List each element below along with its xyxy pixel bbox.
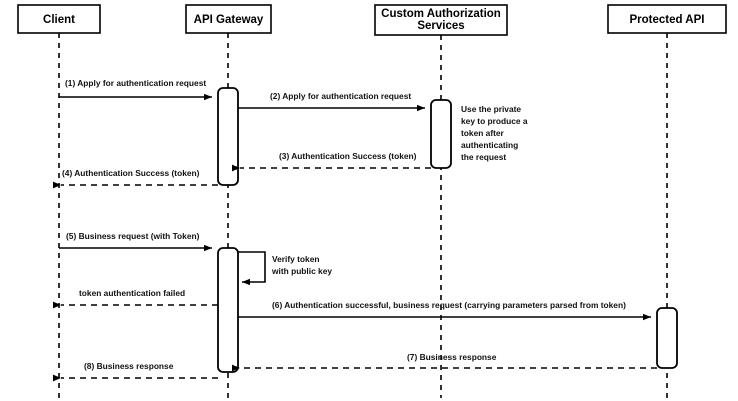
- message-4-label: (4) Authentication Success (token): [62, 168, 200, 178]
- message-2[interactable]: (2) Apply for authentication request: [238, 91, 425, 112]
- lifeline-label-api-gateway: API Gateway: [194, 14, 264, 26]
- message-4[interactable]: (4) Authentication Success (token): [53, 168, 218, 189]
- message-8[interactable]: (8) Business response: [53, 361, 218, 382]
- message-3[interactable]: (3) Authentication Success (token): [232, 151, 431, 172]
- message-7[interactable]: (7) Business response: [232, 352, 657, 372]
- message-5[interactable]: (5) Business request (with Token): [59, 231, 212, 252]
- activation-protected-api[interactable]: [656, 307, 678, 369]
- message-6-label: (6) Authentication successful, business …: [272, 300, 626, 310]
- lifeline-label-custom-authorization-services-line1: Custom Authorization: [381, 8, 501, 20]
- message-self-verify-token-label-line2: with public key: [271, 266, 332, 276]
- message-2-label: (2) Apply for authentication request: [270, 91, 411, 101]
- activation-boxes: [217, 87, 678, 373]
- activation-api-gateway-business[interactable]: [217, 247, 239, 373]
- note-private-key-line-5: the request: [461, 152, 506, 162]
- message-8-label: (8) Business response: [84, 361, 174, 371]
- note-private-key-line-3: token after: [461, 128, 505, 138]
- message-self-verify-token-label-line1: Verify token: [272, 254, 319, 264]
- activation-custom-authorization-services[interactable]: [430, 99, 452, 169]
- message-token-authentication-failed[interactable]: token authentication failed: [53, 288, 218, 309]
- note-private-key-line-1: Use the private: [461, 104, 521, 114]
- note-private-key: Use the private key to produce a token a…: [459, 100, 543, 164]
- lifeline-header-client[interactable]: Client: [17, 4, 101, 34]
- message-6[interactable]: (6) Authentication successful, business …: [238, 300, 651, 321]
- lifeline-headers: Client API Gateway Custom Authorization …: [17, 4, 727, 36]
- message-7-label: (7) Business response: [407, 352, 497, 362]
- lifeline-header-api-gateway[interactable]: API Gateway: [185, 4, 272, 34]
- lifeline-label-custom-authorization-services-line2: Services: [417, 20, 464, 32]
- note-private-key-line-2: key to produce a: [461, 116, 528, 126]
- lifeline-label-protected-api: Protected API: [630, 14, 705, 26]
- message-self-verify-token[interactable]: Verify token with public key: [238, 251, 332, 286]
- message-5-label: (5) Business request (with Token): [66, 231, 200, 241]
- message-1-label: (1) Apply for authentication request: [65, 78, 206, 88]
- message-self-verify-token-arrow: [238, 251, 266, 286]
- lifeline-label-client: Client: [43, 14, 75, 26]
- message-token-authentication-failed-label: token authentication failed: [79, 288, 185, 298]
- lifeline-header-protected-api[interactable]: Protected API: [607, 4, 727, 34]
- message-3-label: (3) Authentication Success (token): [279, 151, 417, 161]
- lifeline-header-custom-authorization-services[interactable]: Custom Authorization Services: [374, 4, 508, 36]
- note-private-key-line-4: authenticating: [461, 140, 518, 150]
- activation-api-gateway-auth[interactable]: [217, 87, 239, 186]
- message-1[interactable]: (1) Apply for authentication request: [59, 78, 212, 101]
